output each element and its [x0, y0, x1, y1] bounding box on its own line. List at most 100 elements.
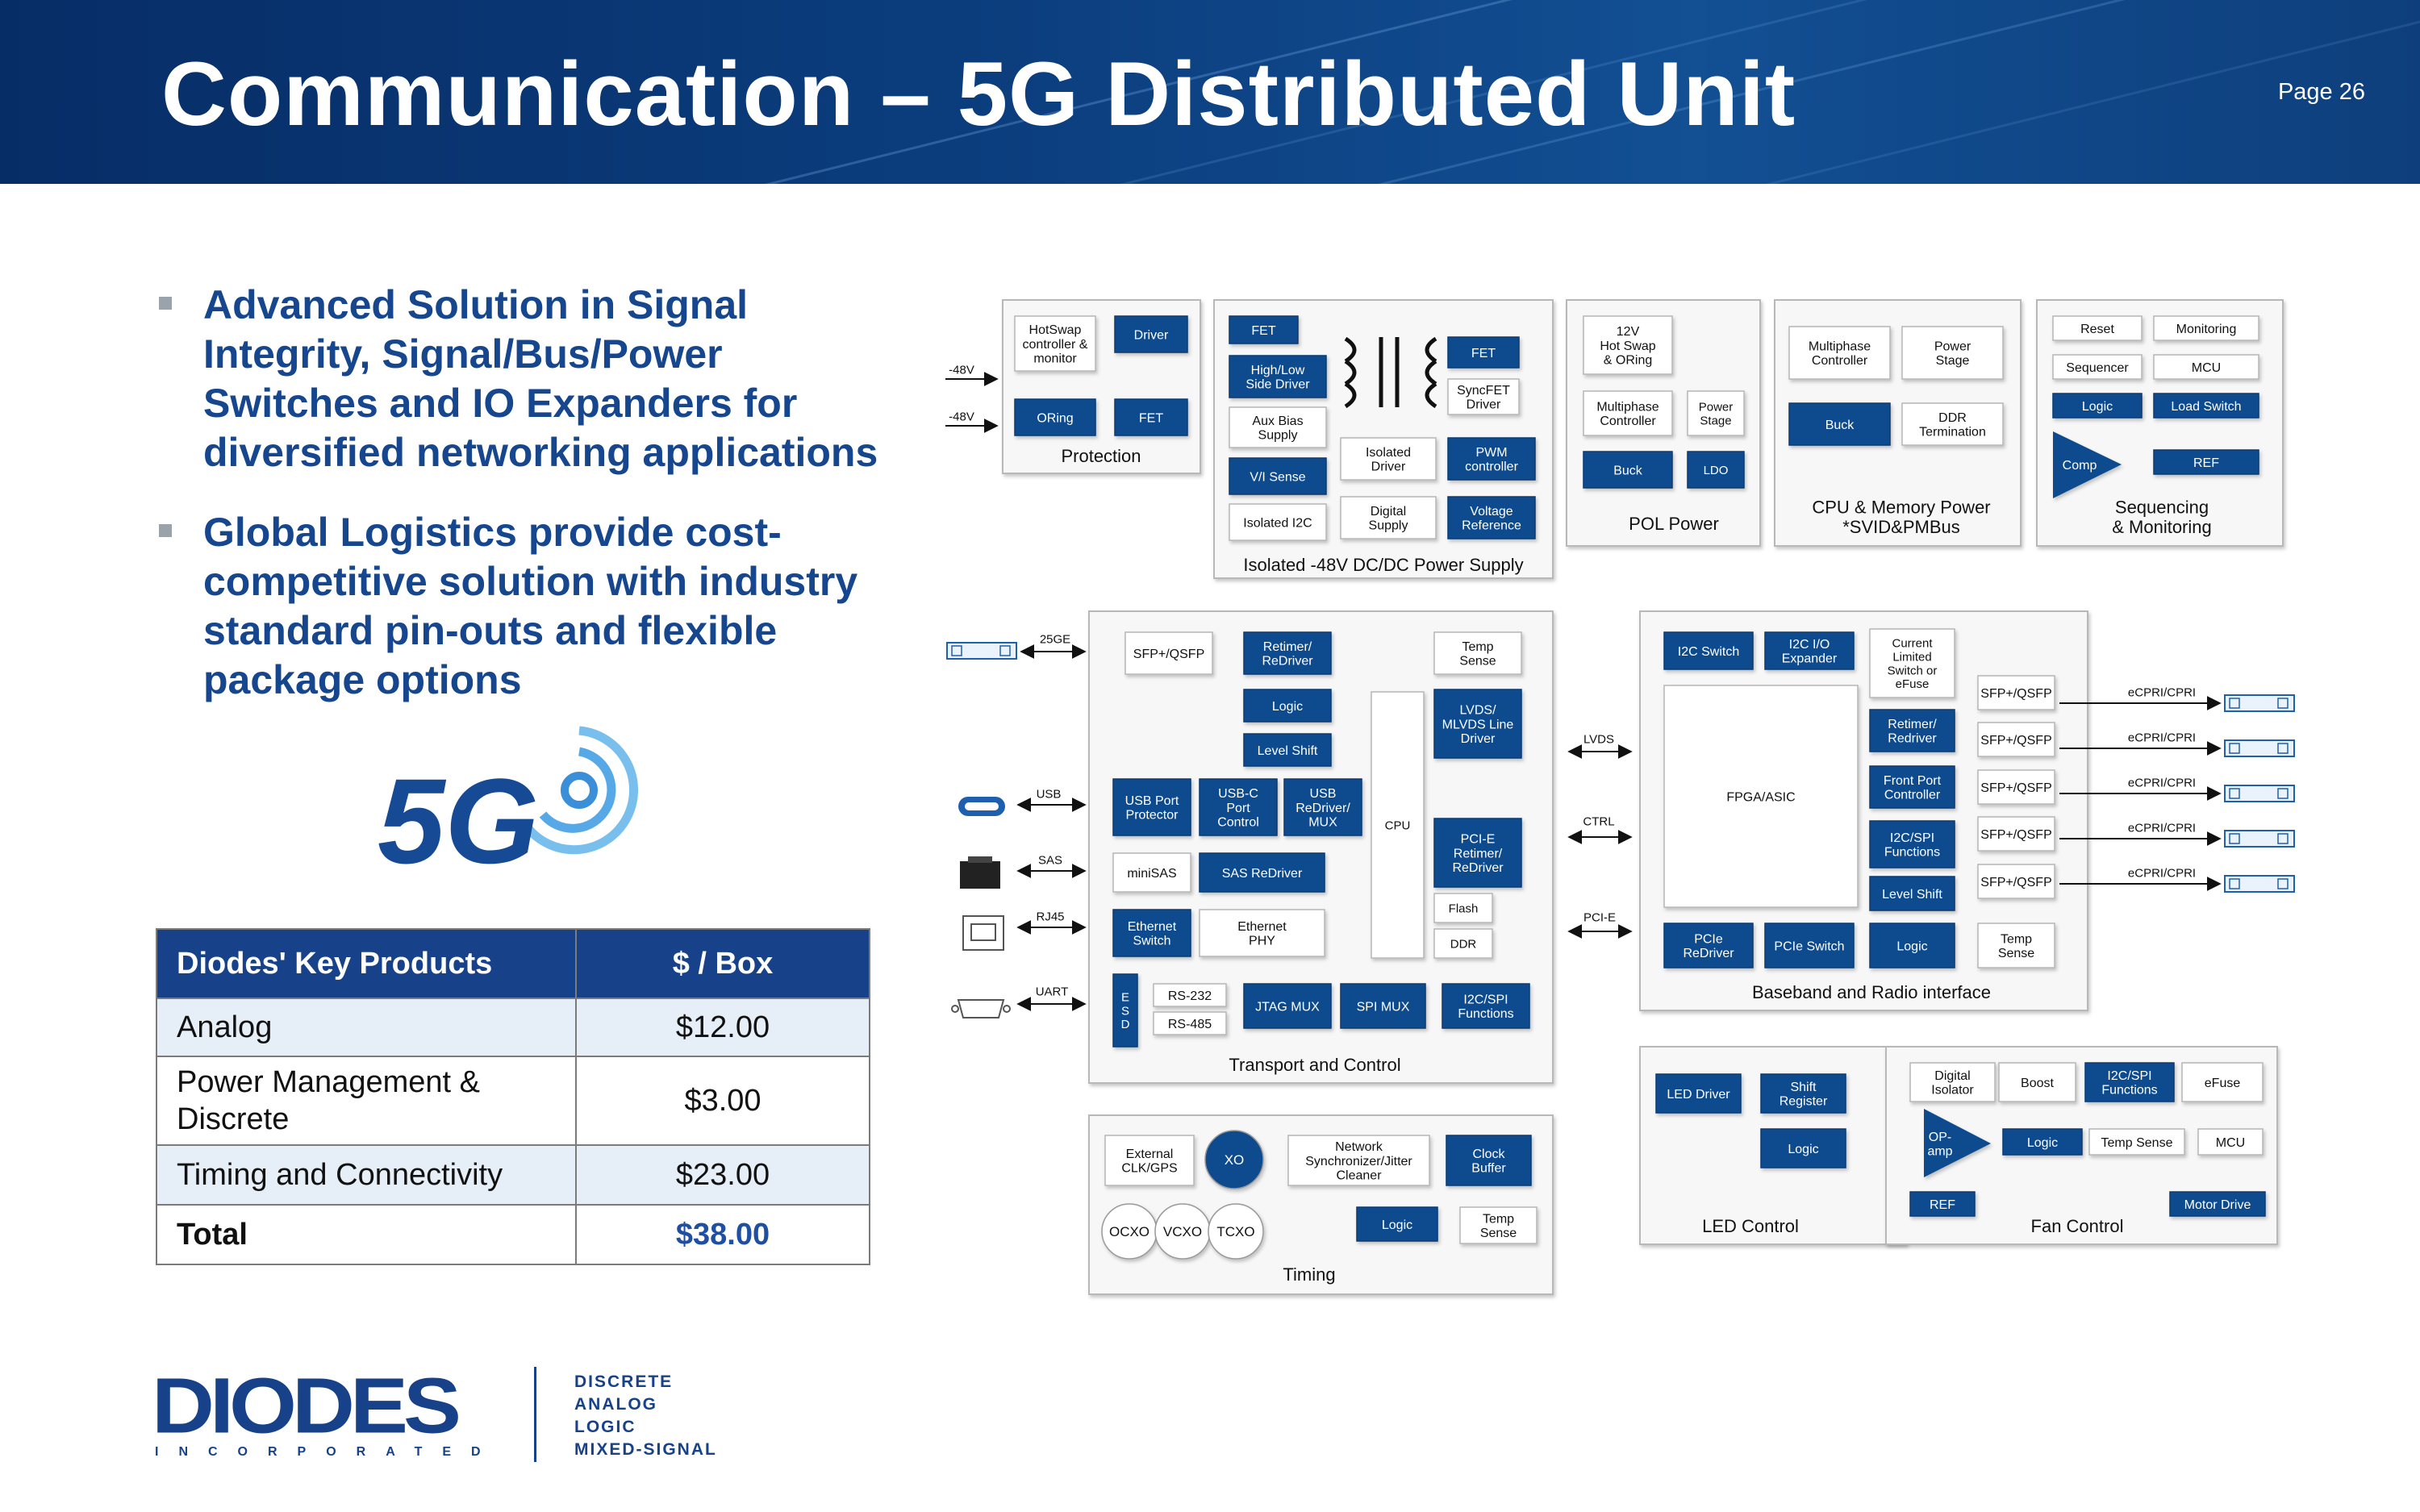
- 5g-logo-text: 5G: [378, 753, 539, 879]
- diodes-tagline: DISCRETE ANALOG LOGIC MIXED-SIGNAL: [574, 1371, 717, 1461]
- usb-c-icon: [958, 797, 1005, 816]
- table-row: Analog $12.00: [156, 998, 870, 1057]
- panel-label: POL Power: [1629, 514, 1719, 534]
- block-label: Flash: [1449, 902, 1479, 915]
- page-title: Communication – 5G Distributed Unit: [161, 44, 1796, 144]
- block-label: RS-232: [1168, 989, 1212, 1003]
- diagram-block: I2C Switch: [1663, 631, 1754, 670]
- block-label: Logic: [2027, 1136, 2058, 1150]
- arrow-label: eCPRI/CPRI: [2128, 866, 2196, 880]
- diagram-block: Monitoring: [2153, 315, 2259, 341]
- table-total-row: Total $38.00: [156, 1204, 870, 1265]
- block-label: SFP+/QSFP: [1980, 876, 2051, 889]
- sfp-cable-icon: [2224, 830, 2295, 848]
- oscillator-circle: VCXO: [1154, 1203, 1211, 1260]
- sfp-cable-icon: [2224, 694, 2295, 712]
- diagram-block: miniSAS: [1112, 852, 1191, 893]
- panel-label: Baseband and Radio interface: [1752, 982, 1991, 1002]
- diagram-block: FET: [1447, 336, 1520, 369]
- oscillator-circle: OCXO: [1101, 1203, 1158, 1260]
- arrow-label: CTRL: [1583, 814, 1614, 828]
- arrow-label: -48V: [949, 410, 974, 423]
- bullet-text: Global Logistics provide cost-competitiv…: [203, 510, 858, 702]
- block-label: MCU: [2216, 1136, 2245, 1150]
- panel-label: Transport and Control: [1229, 1055, 1400, 1075]
- table-header-row: Diodes' Key Products $ / Box: [156, 928, 870, 999]
- block-label: CPU: [1385, 818, 1411, 832]
- diagram-block: Level Shift: [1869, 876, 1955, 911]
- table-cell: $38.00: [575, 1204, 870, 1265]
- amplifier-triangle: OP-amp: [1924, 1109, 1991, 1177]
- oscillator-circle: TCXO: [1208, 1203, 1264, 1260]
- block-label: DDR: [1450, 937, 1477, 951]
- block-label: miniSAS: [1127, 867, 1176, 881]
- key-products-table: Diodes' Key Products $ / Box Analog $12.…: [156, 928, 870, 1265]
- block-label: Logic: [2082, 400, 2113, 414]
- signal-arrow: UART: [1016, 985, 1087, 1011]
- block-label: OP-amp: [1927, 1131, 1952, 1159]
- diagram-block: REF: [1909, 1191, 1976, 1217]
- arrow-label: SAS: [1038, 853, 1062, 867]
- block-label: Buck: [1825, 419, 1855, 432]
- block-label: Comp: [2063, 459, 2097, 473]
- block-label: Logic: [1896, 939, 1927, 953]
- arrow-label: eCPRI/CPRI: [2128, 731, 2196, 744]
- diagram-panel: [2036, 299, 2284, 547]
- block-label: FET: [1139, 411, 1163, 425]
- rj45-icon: [962, 915, 1004, 951]
- diagram-block: Logic: [1356, 1206, 1438, 1242]
- block-label: ORing: [1037, 411, 1073, 425]
- diodes-incorporated: INCORPORATED: [155, 1445, 501, 1459]
- bullet-marker: [159, 297, 172, 310]
- diagram-block: SFP+/QSFP: [1124, 631, 1213, 675]
- transformer-icon: [1344, 336, 1437, 409]
- tagline-line: ANALOG: [574, 1395, 657, 1414]
- uart-db9-icon: [951, 999, 1011, 1018]
- block-label: SFP+/QSFP: [1980, 781, 2051, 795]
- block-label: PCIe Switch: [1774, 939, 1844, 953]
- diagram-block: Logic: [1243, 689, 1332, 723]
- panel-label: Timing: [1283, 1264, 1335, 1285]
- sas-connector-icon: [960, 856, 1000, 889]
- signal-arrow: RJ45: [1016, 910, 1087, 935]
- diagram-block: MCU: [2153, 354, 2259, 380]
- diagram-block: Reset: [2052, 315, 2143, 341]
- block-label: SPI MUX: [1357, 1000, 1410, 1014]
- signal-arrow: PCI-E: [1567, 910, 1633, 939]
- arrow-label: RJ45: [1036, 910, 1064, 923]
- block-label: Sequencer: [2066, 361, 2129, 375]
- diodes-logo: DIODES INCORPORATED: [152, 1366, 501, 1460]
- diagram-block: Motor Drive: [2169, 1191, 2266, 1217]
